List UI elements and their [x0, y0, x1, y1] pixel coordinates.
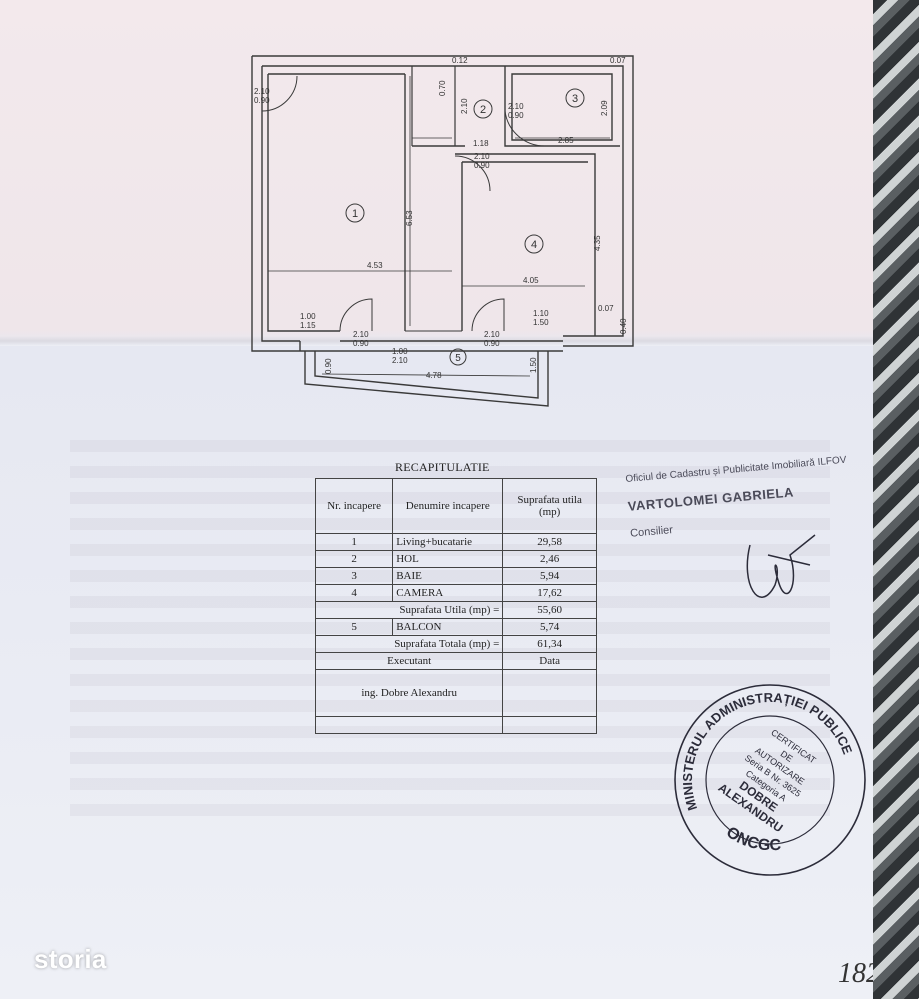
table-row: 1 Living+bucatarie 29,58 — [314, 533, 597, 551]
dim-4-35: 4.35 — [593, 235, 602, 251]
recap-table: Nr. incapere Denumire incapere Suprafata… — [314, 478, 597, 734]
header-name: Denumire incapere — [392, 478, 504, 534]
dim-0-40: 0.40 — [619, 318, 628, 334]
balcon-area: 5,74 — [502, 618, 597, 636]
table-row: 4 CAMERA 17,62 — [314, 584, 597, 602]
suprafata-utila-row: Suprafata Utila (mp) = 55,60 — [314, 601, 597, 619]
ocpi-office: Oficiul de Cadastru și Publicitate Imobi… — [625, 454, 847, 485]
table-row: 5 BALCON 5,74 — [314, 618, 597, 636]
door-camera-w: 0.90 — [474, 161, 490, 170]
suprafata-totala-label: Suprafata Totala (mp) = — [314, 635, 504, 653]
balcon-name: BALCON — [392, 618, 504, 636]
door-hol-w: 0.90 — [508, 111, 524, 120]
authorization-seal: MINISTERUL ADMINISTRAȚIEI PUBLICE ONCGC … — [670, 680, 866, 876]
door-living-balcon-h: 2.10 — [353, 330, 369, 339]
ocpi-name: VARTOLOMEI GABRIELA — [627, 484, 795, 514]
dim-2-09: 2.09 — [600, 100, 609, 116]
door-camera-h: 2.10 — [474, 152, 490, 161]
dim-2-85: 2.85 — [558, 136, 574, 145]
row-name: BAIE — [392, 567, 504, 585]
suprafata-totala-value: 61,34 — [502, 635, 597, 653]
recap-header-row: Nr. incapere Denumire incapere Suprafata… — [314, 478, 597, 534]
room-number-1: 1 — [352, 208, 358, 220]
row-name: Living+bucatarie — [392, 533, 504, 551]
suprafata-totala-row: Suprafata Totala (mp) = 61,34 — [314, 635, 597, 653]
room-number-3: 3 — [572, 93, 578, 105]
empty-cell — [502, 716, 597, 734]
dim-0-12: 0.12 — [452, 56, 468, 65]
data-label: Data — [502, 652, 597, 670]
door-living-balcon-w: 0.90 — [353, 339, 369, 348]
header-nr: Nr. incapere — [314, 478, 394, 534]
window-camera-h: 1.50 — [533, 318, 549, 327]
door-entry-w: 0.90 — [254, 96, 270, 105]
dim-4-05: 4.05 — [523, 276, 539, 285]
table-row: 2 HOL 2,46 — [314, 550, 597, 568]
door-entry-h: 2.10 — [254, 87, 270, 96]
executant-header-row: Executant Data — [314, 652, 597, 670]
balcon-nr: 5 — [314, 618, 394, 636]
executant-row: ing. Dobre Alexandru — [314, 669, 597, 717]
window-living-w: 1.00 — [300, 312, 316, 321]
row-nr: 1 — [314, 533, 394, 551]
room-number-5: 5 — [455, 353, 461, 364]
suprafata-utila-value: 55,60 — [502, 601, 597, 619]
window-balcon-h: 2.10 — [392, 356, 408, 365]
dim-4-78: 4.78 — [426, 371, 442, 380]
row-area: 17,62 — [502, 584, 597, 602]
dim-2-10-hol: 2.10 — [460, 98, 469, 114]
empty-row — [314, 716, 597, 734]
empty-cell — [314, 716, 504, 734]
room-number-2: 2 — [480, 104, 486, 116]
dim-0-90-balcon: 0.90 — [324, 358, 333, 374]
window-camera-w: 1.10 — [533, 309, 549, 318]
recap-title: RECAPITULATIE — [395, 460, 490, 474]
document-page: 1 2 3 4 5 0.12 0.07 0.70 2.10 2.09 2.85 … — [0, 0, 880, 999]
row-area: 29,58 — [502, 533, 597, 551]
dim-1-18: 1.18 — [473, 139, 489, 148]
header-area: Suprafata utila (mp) — [502, 478, 597, 534]
dim-0-70: 0.70 — [438, 80, 447, 96]
data-value — [502, 669, 597, 717]
row-name: HOL — [392, 550, 504, 568]
door-camera-balcon-h: 2.10 — [484, 330, 500, 339]
floor-plan: 1 2 3 4 5 0.12 0.07 0.70 2.10 2.09 2.85 … — [145, 46, 640, 416]
row-name: CAMERA — [392, 584, 504, 602]
dim-1-50-balcon: 1.50 — [529, 357, 538, 373]
dim-0-07-top: 0.07 — [610, 56, 626, 65]
row-nr: 3 — [314, 567, 394, 585]
row-nr: 4 — [314, 584, 394, 602]
row-area: 2,46 — [502, 550, 597, 568]
storia-watermark: storia — [34, 944, 107, 974]
table-row: 3 BAIE 5,94 — [314, 567, 597, 585]
background-edge — [873, 0, 919, 999]
executant-name: ing. Dobre Alexandru — [314, 669, 504, 717]
door-hol-h: 2.10 — [508, 102, 524, 111]
dim-4-53: 4.53 — [367, 261, 383, 270]
signature — [746, 534, 816, 598]
dim-6-53: 6.53 — [405, 210, 414, 226]
suprafata-utila-label: Suprafata Utila (mp) = — [314, 601, 504, 619]
window-living-h: 1.15 — [300, 321, 316, 330]
dim-0-07-right: 0.07 — [598, 304, 614, 313]
row-area: 5,94 — [502, 567, 597, 585]
door-camera-balcon-w: 0.90 — [484, 339, 500, 348]
executant-label: Executant — [314, 652, 504, 670]
window-balcon-w: 1.00 — [392, 347, 408, 356]
row-nr: 2 — [314, 550, 394, 568]
room-number-4: 4 — [531, 239, 537, 251]
floor-plan-drawing: 1 2 3 4 5 0.12 0.07 0.70 2.10 2.09 2.85 … — [145, 55, 634, 407]
